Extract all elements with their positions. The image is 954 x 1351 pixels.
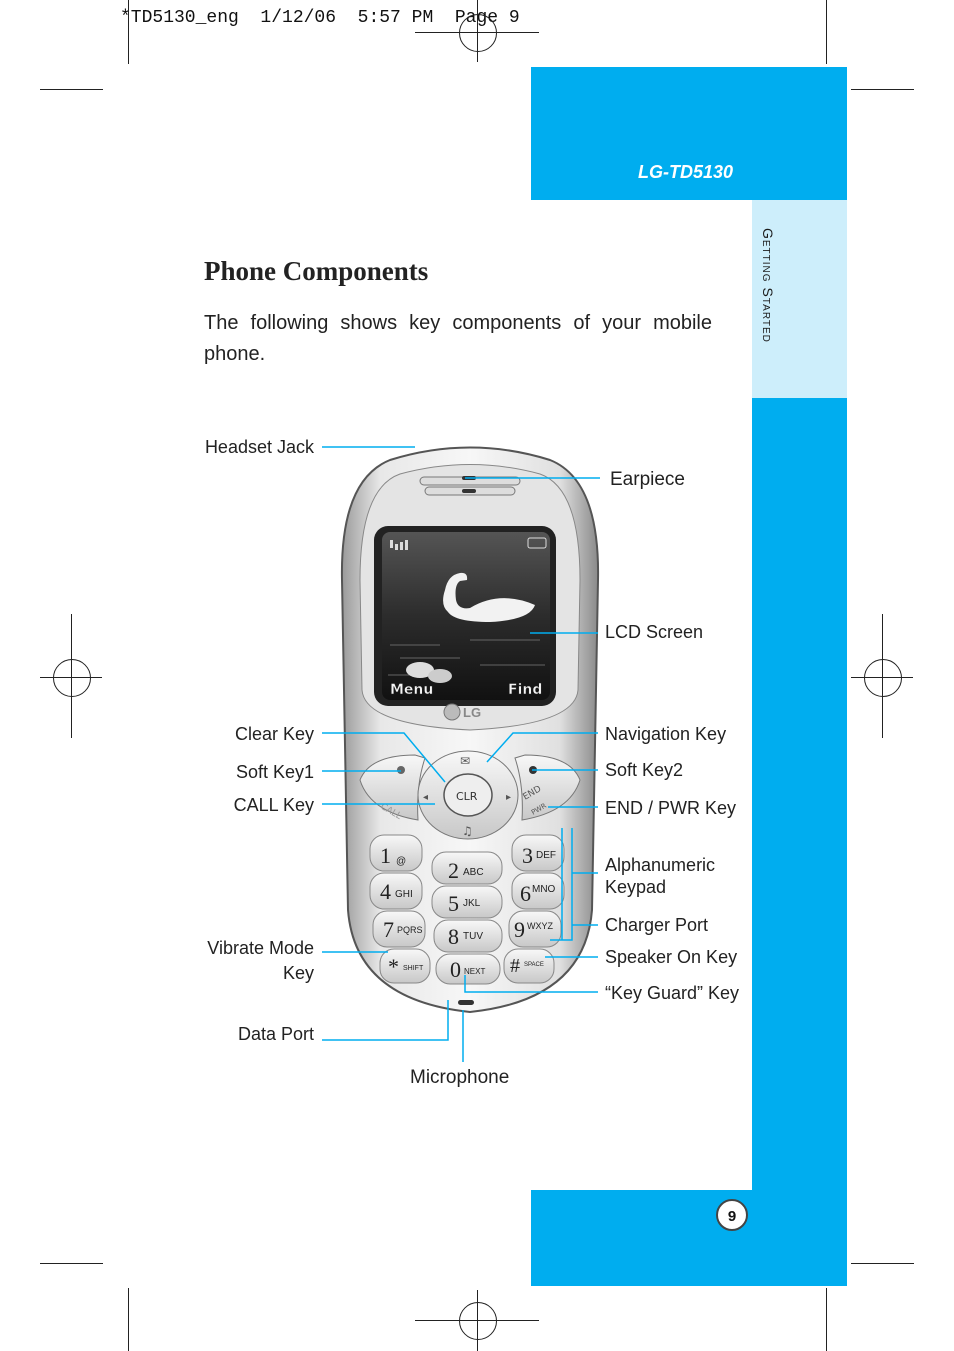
svg-text:WXYZ: WXYZ [527,921,554,931]
page-title: Phone Components [204,256,429,286]
label-soft-key1: Soft Key1 [235,762,314,782]
section-title: Getting Started [760,228,776,343]
svg-text:ABC: ABC [463,867,484,878]
key-6: 6 [520,881,531,906]
label-charger-port: Charger Port [605,915,709,935]
label-navigation-key: Navigation Key [605,724,727,744]
svg-text:✉: ✉ [460,754,470,768]
label-vibrate-mode-key-1: Vibrate Mode [207,938,314,958]
svg-text:▸: ▸ [506,792,511,803]
key-star: * [388,954,399,979]
svg-text:MNO: MNO [532,884,556,895]
brand-logo: LG [463,705,481,720]
label-alphanumeric-keypad-1: Alphanumeric [605,855,716,875]
label-microphone: Microphone [410,1067,510,1088]
header-tab [531,67,847,200]
key-hash: # [510,955,520,977]
svg-text:DEF: DEF [536,850,556,861]
microphone-hole [458,1000,474,1005]
svg-text:◂: ◂ [423,792,428,803]
side-strip [752,398,847,1190]
page-number: 9 [716,1199,748,1231]
key-2: 2 [448,858,459,883]
label-end-pwr-key: END / PWR Key [605,798,737,818]
svg-text:NEXT: NEXT [464,967,485,976]
label-soft-key2: Soft Key2 [605,760,684,780]
printer-slug: *TD5130_eng 1/12/06 5:57 PM Page 9 [120,8,520,28]
label-key-guard-key: “Key Guard” Key [605,983,740,1003]
label-headset-jack: Headset Jack [204,437,314,457]
section-tab [752,200,847,398]
svg-text:SHIFT: SHIFT [403,965,424,972]
phone-illustration: Menu Find LG CALL END PWR CLR ✉ ♫ ◂ ▸ 1 … [340,446,600,1014]
key-5: 5 [448,891,459,916]
svg-text:♫: ♫ [462,824,473,838]
earpiece-grille [419,476,521,496]
footer-tab [531,1190,847,1286]
label-call-key: CALL Key [233,795,314,815]
label-speaker-on-key: Speaker On Key [605,947,738,967]
svg-text:TUV: TUV [463,931,483,942]
softkey-menu-label: Menu [390,682,433,698]
svg-text:JKL: JKL [463,898,481,909]
label-earpiece: Earpiece [610,469,685,490]
label-clear-key: Clear Key [234,724,314,744]
model-name: LG-TD5130 [638,162,734,182]
svg-text:@: @ [396,856,406,867]
key-9: 9 [514,917,525,942]
key-7: 7 [383,917,394,942]
label-alphanumeric-keypad-2: Keypad [605,877,667,897]
svg-text:SPACE: SPACE [524,962,544,968]
key-4: 4 [380,879,391,904]
key-0: 0 [450,957,461,982]
svg-text:PQRS: PQRS [397,925,423,935]
label-data-port: Data Port [237,1024,314,1044]
softkey-find-label: Find [508,682,542,698]
label-vibrate-mode-key-2: Key [282,963,314,983]
key-3: 3 [522,843,533,868]
clr-key-label: CLR [456,790,478,803]
intro-text: The following shows key components of yo… [204,312,712,365]
svg-text:GHI: GHI [395,889,413,900]
key-1: 1 [380,843,391,868]
key-8: 8 [448,924,459,949]
label-lcd-screen: LCD Screen [605,622,704,642]
